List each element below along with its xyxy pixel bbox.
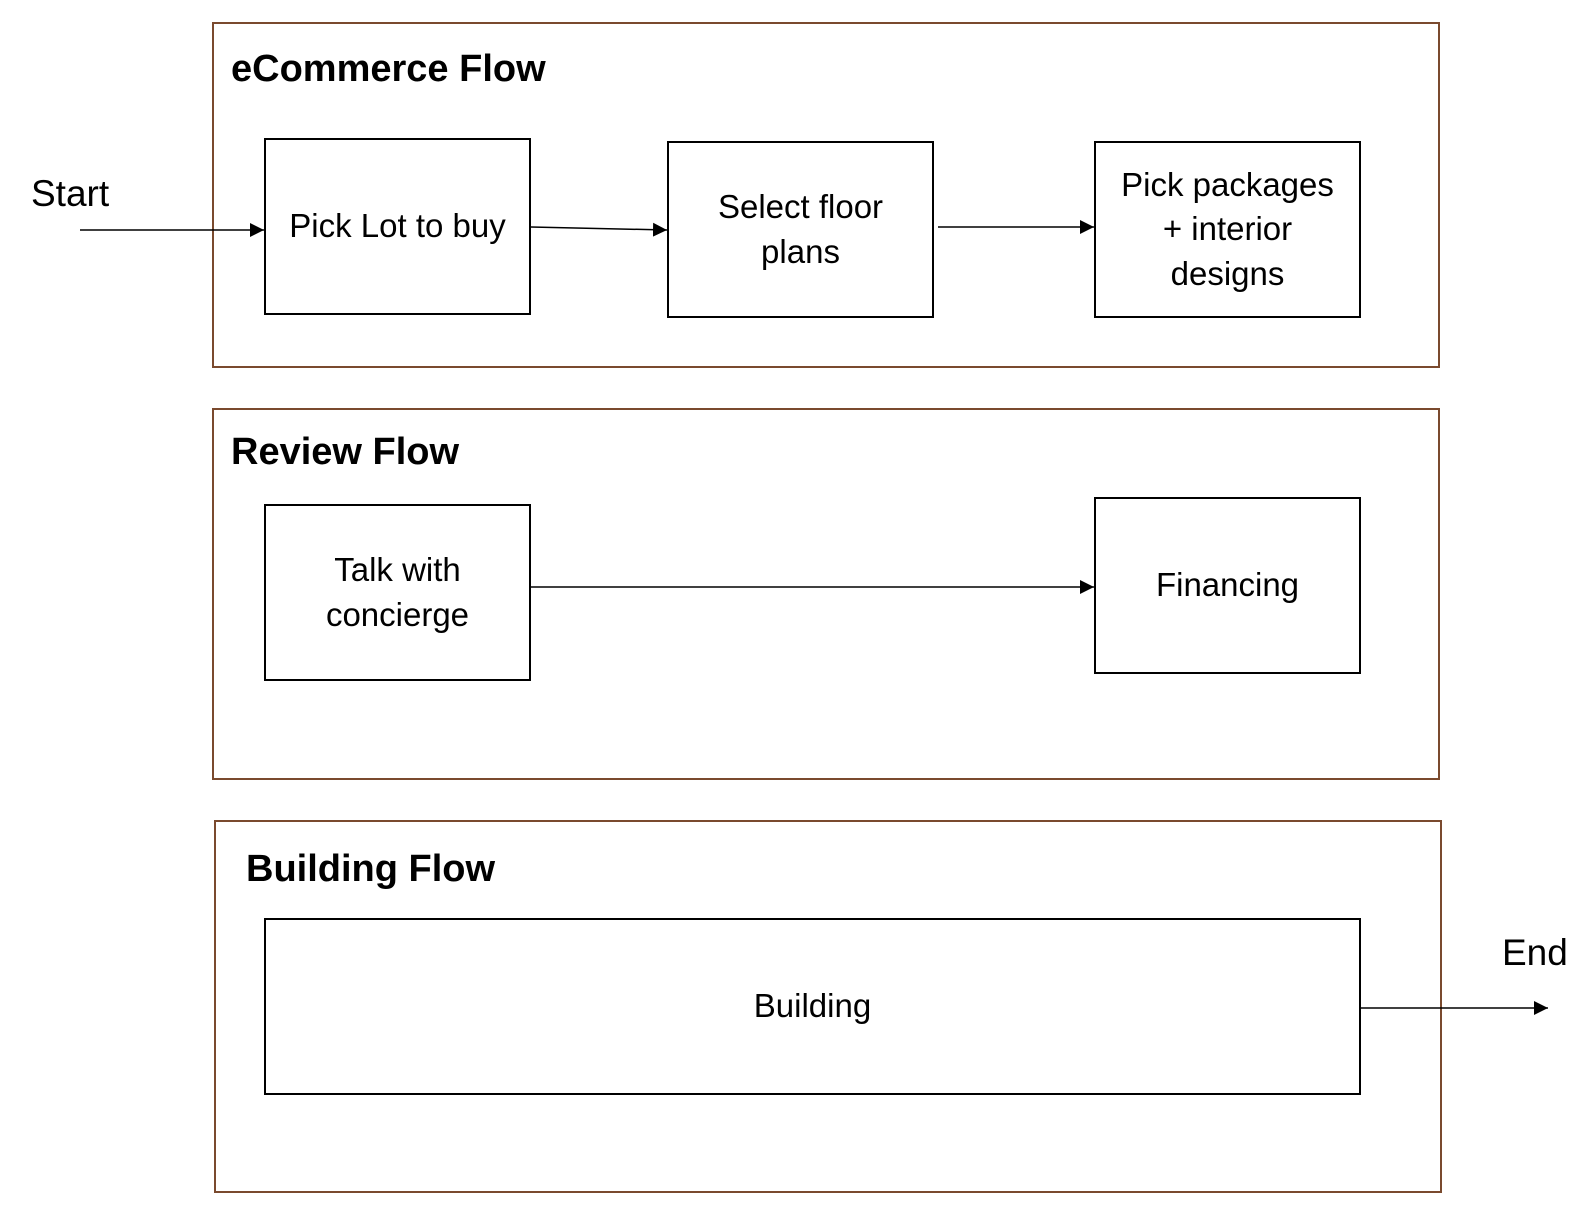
node-pick-packages: Pick packages + interior designs [1094,141,1361,318]
end-label: End [1502,932,1568,973]
node-building: Building [264,918,1361,1095]
lane-ecommerce [212,22,1440,368]
lane-title-review: Review Flow [231,431,460,473]
lane-title-building: Building Flow [246,848,496,890]
lane-building [214,820,1442,1193]
lane-review [212,408,1440,780]
lane-title-ecommerce: eCommerce Flow [231,48,546,90]
edge-pick-lot-to-select-floor [530,222,668,237]
node-financing: Financing [1094,497,1361,674]
node-talk-with-concierge: Talk with concierge [264,504,531,681]
node-select-floor-plans: Select floor plans [667,141,934,318]
start-label: Start [31,173,110,214]
node-pick-lot: Pick Lot to buy [264,138,531,315]
